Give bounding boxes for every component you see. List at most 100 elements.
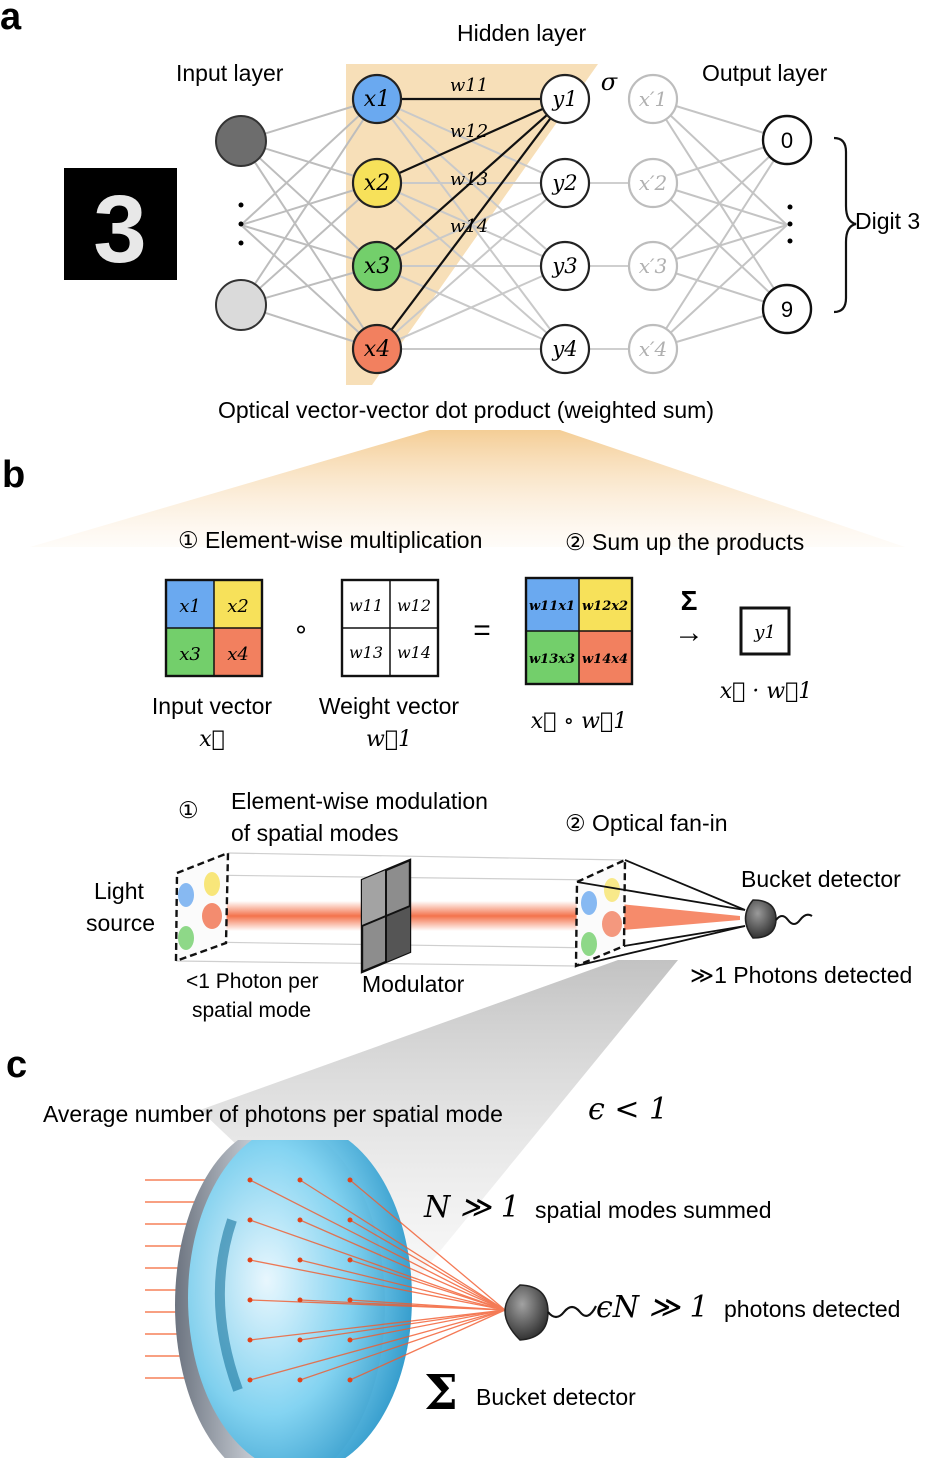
modulator-label: Modulator — [362, 971, 465, 997]
modulator-plate — [360, 858, 412, 974]
weight-cell-w11: w11 — [349, 596, 383, 615]
neural-network-diagram: x1 x2 x3 x4 w11 w12 w13 w14 y1 y2 y3 y4 … — [64, 64, 857, 385]
input-vector-label: Input vector — [152, 693, 273, 719]
neuron-xp3 — [627, 240, 679, 292]
sum-arrow: → — [674, 616, 704, 649]
output-ellipsis — [787, 204, 793, 244]
dot-product-symbol: x⃗ · w⃗1 — [720, 679, 813, 704]
weight-lines — [376, 97, 566, 350]
step1-label: ① Element-wise multiplication — [178, 527, 483, 553]
step2-label: ② Sum up the products — [565, 529, 805, 555]
neuron-xp1 — [627, 73, 679, 125]
input-neuron-bottom — [215, 279, 267, 331]
weight-cell-w12: w12 — [397, 596, 431, 615]
activation-sigma: σ — [601, 68, 618, 96]
result-box — [739, 606, 791, 656]
lens-highlight — [214, 1218, 243, 1392]
input-neuron-top — [215, 115, 267, 167]
photon-per-mode-line2: spatial mode — [192, 999, 312, 1022]
input-ellipsis — [238, 202, 244, 246]
avg-photons-label: Average number of photons per spatial mo… — [43, 1101, 503, 1127]
weight-vector-label: Weight vector — [319, 693, 460, 719]
neuron-x3-label: x3 — [364, 254, 390, 279]
input-cell-x1: x1 — [179, 596, 201, 617]
weight-w13-label: w13 — [450, 169, 488, 190]
optical-step2-label: ② Optical fan-in — [565, 810, 728, 836]
neuron-y1 — [539, 73, 591, 125]
vector-product-diagram: x1 x2 x3 x4 ∘ w11 w12 w13 w14 = w11x1 w1… — [152, 576, 813, 752]
en-much-greater-one: ϵN ≫ 1 — [596, 1290, 709, 1325]
activation-connections — [589, 182, 629, 350]
optical-step1-line2: of spatial modes — [231, 820, 399, 846]
panel-a-caption: Optical vector-vector dot product (weigh… — [218, 397, 714, 423]
input-layer-label: Input layer — [176, 60, 284, 86]
mnist-digit-image — [64, 168, 177, 280]
hadamard-operator: ∘ — [293, 614, 309, 644]
neuron-xp4-label: x′4 — [639, 337, 668, 361]
input-cell-x2: x2 — [227, 596, 249, 617]
optical-setup-diagram — [174, 851, 813, 974]
optical-step1-number: ① — [178, 797, 199, 823]
output-layer-label: Output layer — [702, 60, 828, 86]
light-source-line2: source — [86, 910, 156, 936]
output-neuron-0-label: 0 — [781, 128, 793, 153]
converging-rays — [249, 1179, 506, 1381]
neuron-x2-label: x2 — [364, 171, 390, 196]
weight-vector-grid — [340, 578, 440, 678]
bucket-detector-c — [504, 1284, 549, 1341]
output-neuron-9 — [761, 283, 813, 335]
weight-cell-w14: w14 — [397, 643, 431, 662]
photon-per-mode-line1: <1 Photon per — [186, 970, 319, 993]
output-neuron-0 — [761, 114, 813, 166]
panel-b-letter: b — [2, 454, 26, 496]
weight-w12-label: w12 — [450, 121, 488, 142]
bucket-detector-b — [744, 899, 777, 939]
weight-w11-label: w11 — [450, 75, 488, 96]
neuron-y4 — [539, 323, 591, 375]
light-source-line1: Light — [94, 878, 144, 904]
focused-beam — [600, 902, 740, 932]
detector-cable-b — [775, 913, 813, 925]
spatial-modes-summed-label: spatial modes summed — [535, 1197, 772, 1223]
ray-dots — [247, 1177, 353, 1383]
bucket-detector-label-b: Bucket detector — [741, 866, 901, 892]
neuron-xp2-label: x′2 — [639, 171, 668, 195]
photons-detected-label-b: ≫1 Photons detected — [690, 962, 913, 988]
neuron-y3-label: y3 — [551, 254, 577, 278]
lens-illustration — [145, 1140, 597, 1458]
digit-brace — [833, 136, 857, 314]
epsilon-less-than-one: ϵ < 1 — [588, 1092, 669, 1127]
weight-vector-symbol: w⃗1 — [366, 727, 412, 752]
output-neuron-9-label: 9 — [781, 297, 793, 322]
neuron-xp4 — [627, 323, 679, 375]
equals-operator: = — [473, 614, 491, 647]
mnist-digit-glyph: 3 — [93, 176, 146, 283]
neuron-y1-label: y1 — [551, 87, 577, 111]
neuron-xp2 — [627, 157, 679, 209]
neuron-x1-label: x1 — [364, 87, 390, 112]
input-cell-x3: x3 — [179, 644, 201, 665]
photons-detected-label-c: photons detected — [724, 1296, 901, 1322]
panel-c-letter: c — [6, 1044, 28, 1086]
bucket-detector-label-c: Bucket detector — [476, 1384, 636, 1410]
n-much-greater-one: N ≫ 1 — [424, 1190, 520, 1225]
fanin-plane — [574, 858, 746, 968]
neuron-y2 — [539, 157, 591, 209]
source-plane — [174, 851, 230, 963]
neuron-x1 — [351, 73, 403, 125]
weight-w14-label: w14 — [450, 216, 488, 237]
neuron-y4-label: y4 — [551, 337, 577, 361]
neuron-y3 — [539, 240, 591, 292]
hidden-layer-label: Hidden layer — [457, 20, 587, 46]
digit-label: Digit 3 — [855, 208, 921, 234]
detector-cable-c — [547, 1305, 597, 1319]
neuron-x3 — [351, 240, 403, 292]
neuron-x4-label: x4 — [364, 337, 390, 362]
neuron-xp1-label: x′1 — [639, 87, 668, 111]
neuron-x4 — [351, 323, 403, 375]
panel-a-letter: a — [0, 0, 22, 38]
weight-cell-w13: w13 — [349, 643, 383, 662]
sum-sigma: Σ — [681, 585, 698, 616]
result-y1: y1 — [753, 622, 776, 643]
zoom-funnel-ab — [30, 430, 905, 547]
